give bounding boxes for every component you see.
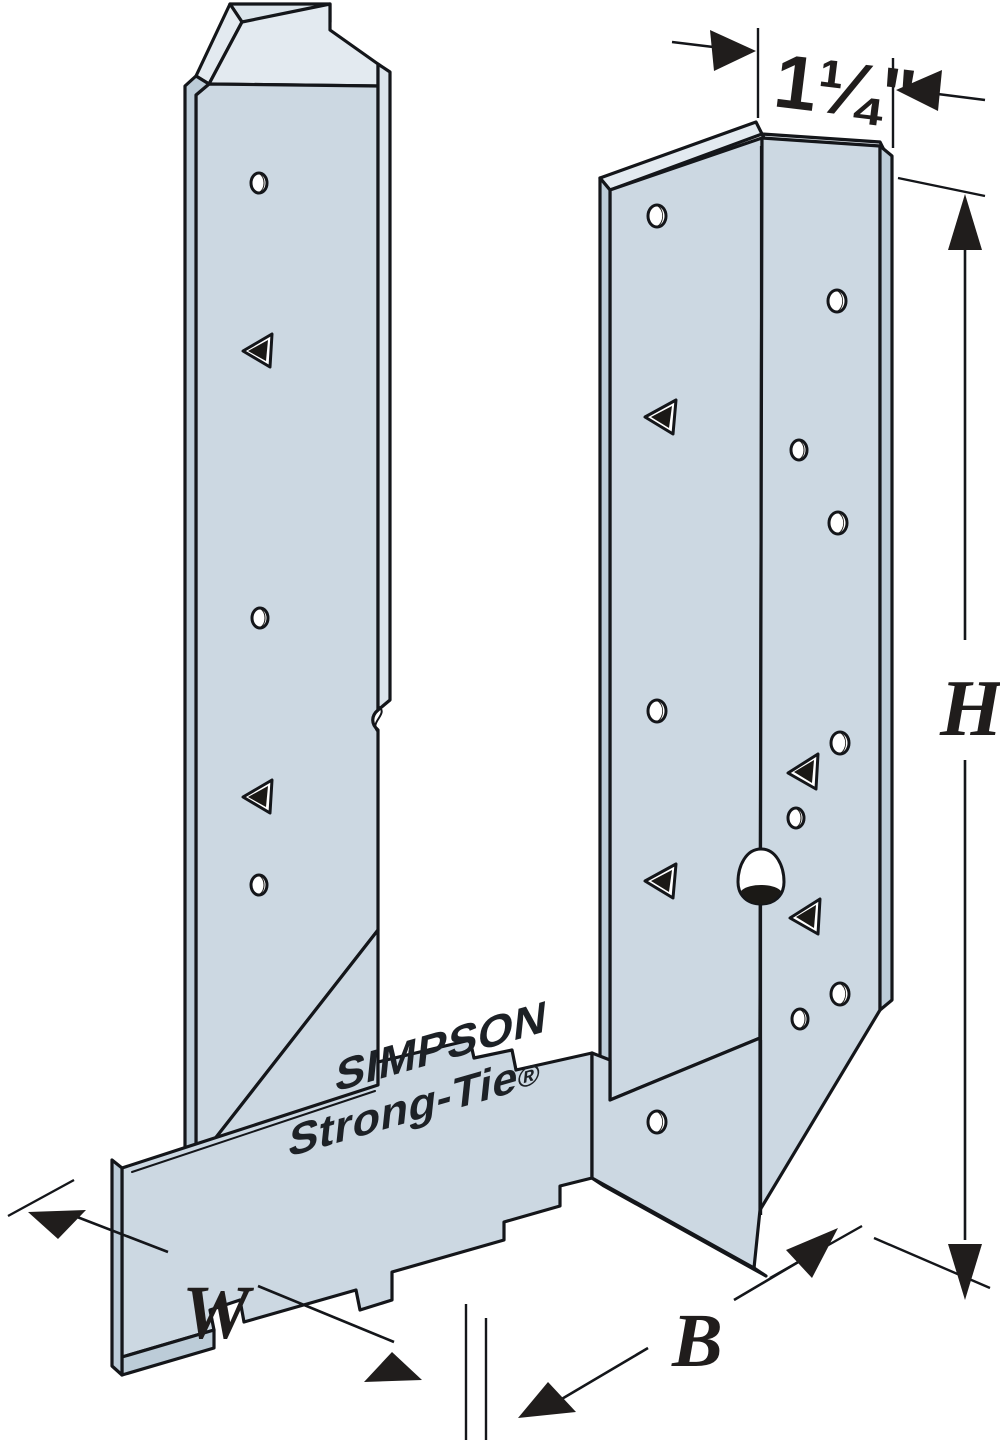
triangular-tab <box>643 862 678 900</box>
base-seat-plate <box>120 1038 594 1359</box>
nail-hole <box>829 981 851 1007</box>
right-flange-left-panel <box>608 136 764 1102</box>
nail-hole <box>646 698 668 724</box>
thickness-arrow-left <box>710 30 756 71</box>
depth-arrow-left <box>518 1382 576 1418</box>
nail-hole <box>250 606 270 630</box>
right-flange-right-panel-nail-holes <box>786 288 851 1031</box>
left-flange-group <box>183 2 392 1165</box>
nail-hole <box>790 1007 810 1031</box>
nail-hole <box>826 288 848 314</box>
right-flange-left-panel-tabs <box>643 398 678 900</box>
dimension-height: H <box>873 176 1000 1300</box>
nail-hole <box>786 806 806 830</box>
triangular-tab <box>241 778 274 815</box>
width-dim-line-right <box>257 1284 395 1344</box>
height-label-text: H <box>939 665 1000 753</box>
left-flange-triangular-tabs <box>241 332 274 815</box>
height-ext-line-top <box>897 176 986 198</box>
nail-hole <box>249 873 269 897</box>
dimension-thickness: 1¼" <box>671 28 986 148</box>
height-arrow-bottom <box>948 1244 982 1300</box>
nail-hole <box>646 1109 668 1135</box>
width-arrow-right <box>364 1352 422 1382</box>
thickness-label-text: 1¼" <box>770 39 921 141</box>
depth-arrow-right <box>786 1228 838 1278</box>
thickness-arrow-right <box>896 70 942 111</box>
nail-hole <box>829 730 851 756</box>
right-flange-right-edge-band <box>878 144 894 1012</box>
right-flange-left-panel-nail-holes <box>646 203 668 1135</box>
height-arrow-top <box>948 194 982 250</box>
right-flange-left-edge-band <box>598 176 612 1102</box>
width-dim-line-left <box>71 1213 169 1254</box>
thickness-label: 1¼" <box>770 39 921 141</box>
left-flange-right-edge-strip <box>376 62 392 712</box>
right-flange-group <box>590 120 894 1270</box>
triangular-tab <box>643 398 678 436</box>
nail-hole <box>789 438 809 462</box>
depth-label-text: B <box>671 1299 723 1383</box>
base-seat-left-thickness <box>110 1158 124 1377</box>
width-arrow-left <box>28 1210 86 1239</box>
right-flange-right-panel <box>758 136 882 1212</box>
depth-dim-line-left <box>559 1346 649 1402</box>
large-oval-hole <box>736 847 786 906</box>
seat-back-fold-line <box>131 1090 376 1173</box>
left-flange-edge-notch <box>374 705 383 733</box>
nail-hole <box>646 203 668 229</box>
triangular-tab <box>786 752 820 791</box>
width-label-text: W <box>182 1271 255 1355</box>
right-flange-right-panel-tabs <box>786 752 822 936</box>
dimension-width: W <box>7 1178 468 1440</box>
triangular-tab <box>241 332 274 369</box>
triangular-tab <box>788 897 822 936</box>
width-ext-line-left <box>7 1178 75 1218</box>
left-flange-nail-holes <box>249 171 270 897</box>
nail-hole <box>249 171 269 195</box>
nail-hole <box>827 510 849 536</box>
dimension-depth: B <box>484 1224 863 1440</box>
